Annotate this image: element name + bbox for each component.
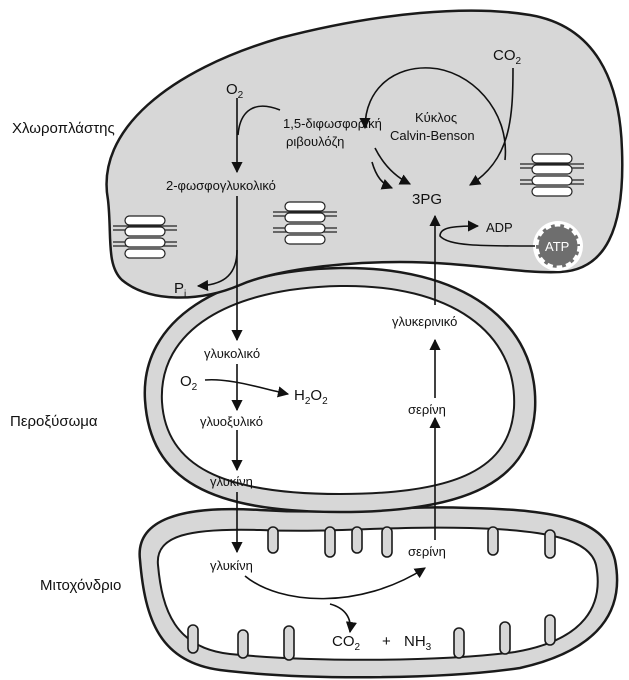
calvin-cycle-line1: Κύκλος xyxy=(415,110,457,125)
metabolite-3pg: 3PG xyxy=(412,191,442,208)
metabolite-atp: ATP xyxy=(545,239,569,254)
metabolite-glycine-peroxisome: γλυκίνη xyxy=(210,474,253,489)
metabolite-glycine-mitochondrion: γλυκίνη xyxy=(210,558,253,573)
metabolite-co2-bottom: CO2 xyxy=(332,633,361,653)
label-mitochondrion: Μιτοχόνδριο xyxy=(40,577,121,594)
metabolite-phosphoglycolate: 2-φωσφογλυκολικό xyxy=(166,178,276,193)
metabolite-nh3: NH3 xyxy=(404,633,432,653)
pathway-arrows xyxy=(196,67,536,634)
mitochondrion-inner xyxy=(156,526,599,661)
metabolite-glycerate: γλυκερινικό xyxy=(392,314,457,329)
plus-sign: + xyxy=(382,633,391,650)
metabolite-rubp-line2: ριβουλόζη xyxy=(286,134,344,149)
label-peroxisome: Περοξύσωμα xyxy=(10,413,98,430)
metabolite-glycolate: γλυκολικό xyxy=(204,346,260,361)
metabolite-h2o2: H2O2 xyxy=(294,387,328,407)
metabolite-rubp-line1: 1,5-διφωσφορική xyxy=(283,116,382,131)
metabolite-o2-peroxisome: O2 xyxy=(180,373,198,393)
atp-gear-icon xyxy=(533,221,583,271)
metabolite-serine-peroxisome: σερίνη xyxy=(408,402,446,417)
metabolite-o2: O2 xyxy=(226,81,244,101)
metabolite-adp: ADP xyxy=(486,220,513,235)
calvin-cycle-line2: Calvin-Benson xyxy=(390,128,475,143)
chloroplast xyxy=(105,9,624,299)
metabolite-serine-mitochondrion: σερίνη xyxy=(408,544,446,559)
metabolite-glyoxylate: γλυοξυλικό xyxy=(200,414,263,429)
metabolite-co2-top: CO2 xyxy=(493,47,522,67)
mitochondrion-cristae xyxy=(187,526,556,661)
peroxisome-inner xyxy=(160,284,516,496)
metabolite-pi: Pi xyxy=(174,280,186,300)
label-chloroplast: Χλωροπλάστης xyxy=(12,120,115,137)
